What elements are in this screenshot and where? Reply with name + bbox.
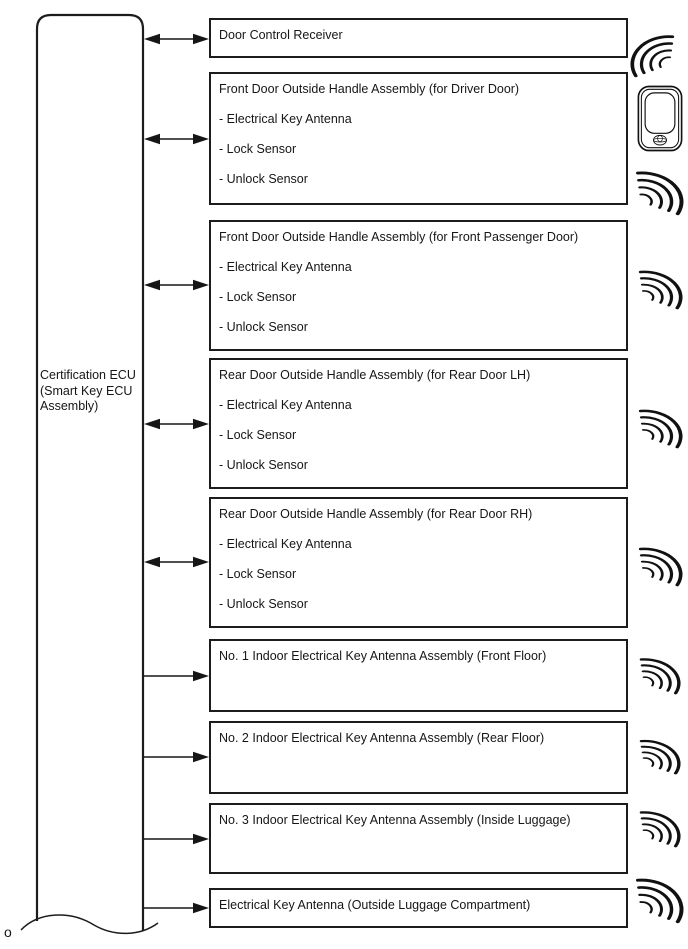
box-item: - Unlock Sensor [219,172,308,186]
ecu-box-torn-edge [20,914,159,935]
box-item: - Lock Sensor [219,567,297,581]
box-item: - Electrical Key Antenna [219,398,352,412]
box-indoor-antenna-3: No. 3 Indoor Electrical Key Antenna Asse… [209,803,628,874]
radio-wave-icon [639,739,681,775]
bidirectional-arrow [144,418,209,430]
box-rear-door-handle-lh: Rear Door Outside Handle Assembly (for R… [209,358,628,489]
box-item: - Electrical Key Antenna [219,537,352,551]
bidirectional-arrow [144,133,209,145]
box-item: - Unlock Sensor [219,320,308,334]
box-title: Electrical Key Antenna (Outside Luggage … [219,898,531,912]
box-title: Rear Door Outside Handle Assembly (for R… [219,368,531,382]
box-title: Front Door Outside Handle Assembly (for … [219,230,579,244]
smart-key-fob-icon [637,85,683,152]
box-item: - Unlock Sensor [219,458,308,472]
ecu-label-line: (Smart Key ECU [40,383,133,398]
radio-wave-icon [636,170,684,216]
box-outside-luggage-antenna: Electrical Key Antenna (Outside Luggage … [209,888,628,928]
radio-wave-icon [636,878,684,924]
ecu-label: Certification ECU (Smart Key ECU Assembl… [40,368,142,415]
box-title: Door Control Receiver [219,28,343,42]
box-front-door-handle-passenger: Front Door Outside Handle Assembly (for … [209,220,628,351]
box-title: No. 1 Indoor Electrical Key Antenna Asse… [219,649,547,663]
bidirectional-arrow [144,279,209,291]
box-item: - Electrical Key Antenna [219,112,352,126]
box-item: - Electrical Key Antenna [219,260,352,274]
right-arrow [144,670,209,682]
bidirectional-arrow [144,556,209,568]
radio-wave-icon [638,270,683,310]
bidirectional-arrow [144,33,209,45]
box-item: - Lock Sensor [219,142,297,156]
box-front-door-handle-driver: Front Door Outside Handle Assembly (for … [209,72,628,205]
radio-wave-icon [639,810,681,848]
box-title: Front Door Outside Handle Assembly (for … [219,82,520,96]
right-arrow [144,751,209,763]
page-marker: o [4,924,12,940]
ecu-label-line: Assembly) [40,399,99,413]
box-item: - Unlock Sensor [219,597,308,611]
box-item: - Lock Sensor [219,428,297,442]
box-title: No. 3 Indoor Electrical Key Antenna Asse… [219,813,571,827]
radio-wave-icon [638,547,683,587]
radio-wave-icon [638,409,683,449]
radio-wave-icon [630,34,675,78]
radio-wave-icon [639,657,681,695]
box-rear-door-handle-rh: Rear Door Outside Handle Assembly (for R… [209,497,628,628]
right-arrow [144,833,209,845]
box-door-control-receiver: Door Control Receiver [209,18,628,58]
box-title: Rear Door Outside Handle Assembly (for R… [219,507,533,521]
box-indoor-antenna-2: No. 2 Indoor Electrical Key Antenna Asse… [209,721,628,794]
ecu-box [20,13,159,935]
ecu-label-line: Certification ECU [40,368,136,382]
box-item: - Lock Sensor [219,290,297,304]
right-arrow [144,902,209,914]
box-title: No. 2 Indoor Electrical Key Antenna Asse… [219,731,545,745]
box-indoor-antenna-1: No. 1 Indoor Electrical Key Antenna Asse… [209,639,628,712]
